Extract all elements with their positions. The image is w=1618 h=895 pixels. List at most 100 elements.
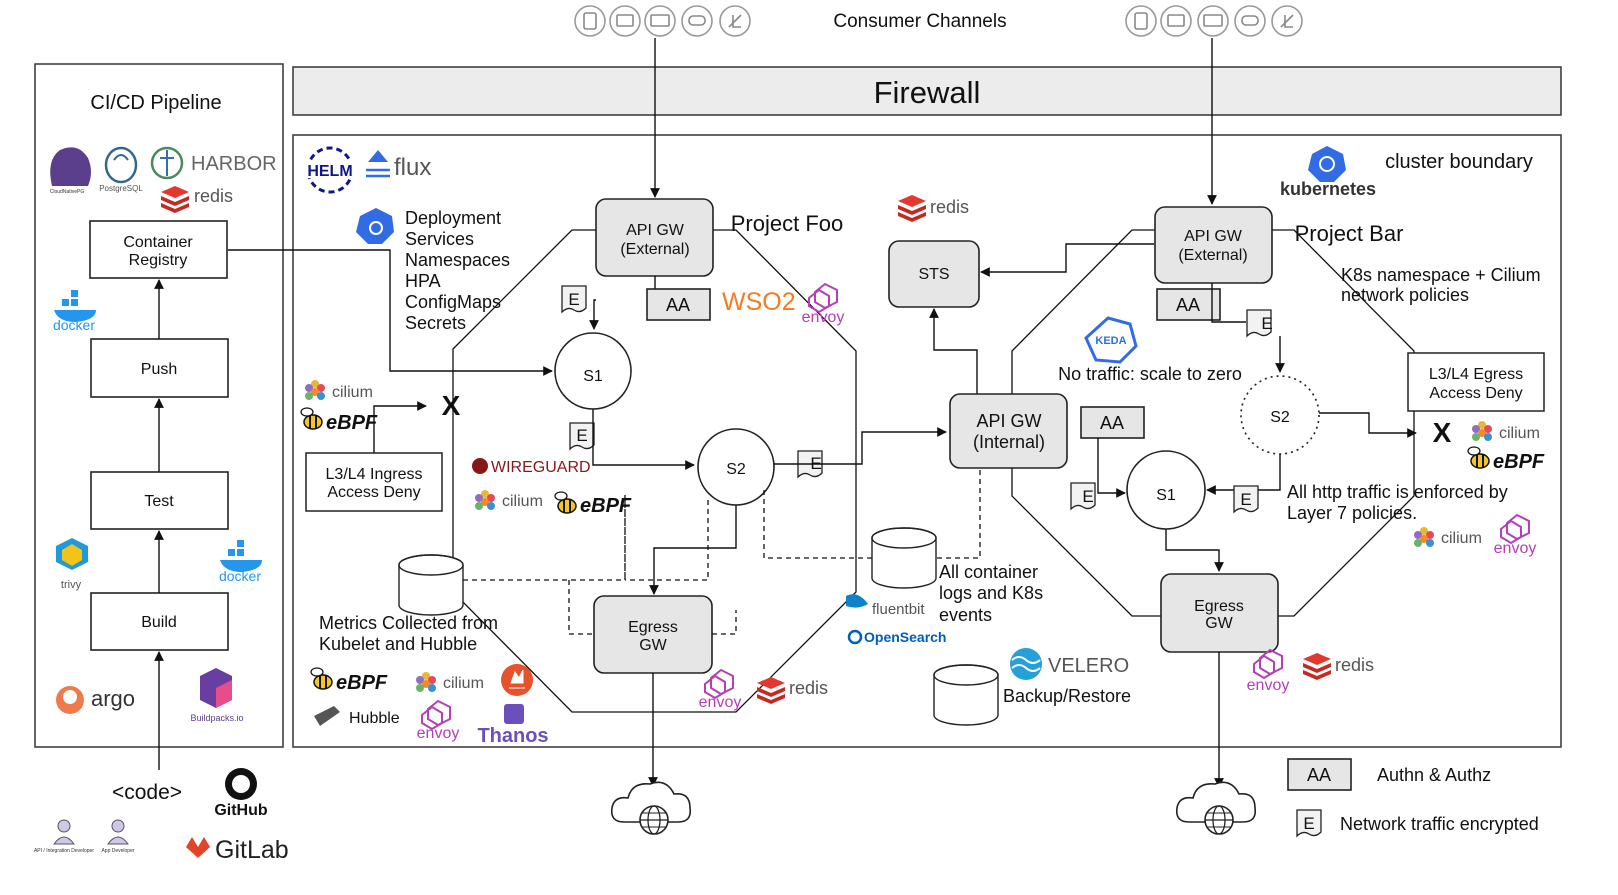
- opensearch-logo-text: OpenSearch: [864, 629, 946, 645]
- docker-icon-test: docker: [219, 540, 262, 584]
- resource-secrets: Secrets: [405, 313, 466, 333]
- cilium-icon-metrics: [416, 672, 436, 692]
- envoy-icon-egress-bar: [1253, 649, 1283, 679]
- backup-caption: Backup/Restore: [1003, 686, 1131, 706]
- flux-icon: flux: [366, 150, 431, 181]
- foo-s1-to-s2-arrow: [592, 409, 695, 470]
- internal-gw-to-bar-s1-arrow: [1097, 438, 1126, 498]
- velero-icon: VELERO: [1010, 648, 1129, 680]
- foo-aa-label: AA: [666, 295, 690, 315]
- bar-api-gw-label-2: (External): [1178, 247, 1247, 264]
- docker-icon: docker: [53, 290, 96, 333]
- build-label: Build: [141, 614, 177, 631]
- buildpacks-logo-text: Buildpacks.io: [190, 713, 243, 723]
- internet-cloud-icon-foo: [610, 781, 692, 835]
- harbor-logo-text: HARBOR: [191, 153, 277, 175]
- tablet-icon: [609, 5, 641, 37]
- internet-cloud-icon-bar: [1175, 781, 1257, 835]
- foo-aa-box: [646, 288, 711, 321]
- internal-aa-box: [1080, 406, 1145, 439]
- internal-gw-to-sts-arrow: [929, 308, 978, 394]
- foo-e-mid-label: E: [576, 426, 587, 445]
- cilium-ingress-text: cilium: [332, 384, 373, 401]
- metrics-caption-1: Metrics Collected from: [319, 613, 498, 633]
- keda-logo-text: KEDA: [1095, 335, 1126, 347]
- ebpf-egress-text: eBPF: [1493, 451, 1545, 473]
- metrics-dashed-line-2: [625, 500, 709, 581]
- helm-icon: HELM: [305, 146, 355, 194]
- legend-aa-label: Authn & Authz: [1377, 765, 1491, 785]
- legend-e-label: Network traffic encrypted: [1340, 814, 1539, 834]
- redis-icon-sts: [898, 195, 926, 222]
- foo-api-gw-label-1: API GW: [626, 222, 685, 239]
- consumer-channels-right: [1125, 5, 1303, 37]
- helm-logo-text: HELM: [307, 163, 352, 180]
- cloudnativepg-logo-text: CloudNativePG: [50, 189, 85, 195]
- foo-s1-label: S1: [583, 368, 603, 385]
- kubernetes-logo-text: kubernetes: [1280, 179, 1376, 199]
- redis-egress-foo-text: redis: [789, 678, 828, 698]
- redis-egress-bar-text: redis: [1335, 655, 1374, 675]
- k8s-resources-icon: [356, 208, 394, 244]
- fluentbit-icon: fluentbit: [846, 594, 925, 618]
- redis-sts-text: redis: [930, 197, 969, 217]
- redis-logo-text: redis: [194, 186, 233, 206]
- resource-deployment: Deployment: [405, 208, 501, 228]
- project-foo-title: Project Foo: [731, 211, 844, 236]
- bar-policy-note-2: network policies: [1341, 285, 1469, 305]
- bar-s2-label: S2: [1270, 409, 1290, 426]
- foo-gw-to-s1-arrow: [589, 299, 599, 330]
- bar-l7-note-2: Layer 7 policies.: [1287, 503, 1417, 523]
- logs-dashed-line-2: [936, 470, 981, 559]
- container-registry-label-1: Container: [123, 234, 193, 251]
- cilium-icon-egress: [1472, 421, 1492, 441]
- sts-box: [888, 240, 980, 308]
- buildpacks-icon: Buildpacks.io: [190, 668, 244, 723]
- trivy-icon: trivy: [56, 538, 88, 591]
- internal-aa-label: AA: [1100, 413, 1124, 433]
- postgresql-logo-text: PostgreSQL: [99, 184, 143, 193]
- test-box: [90, 471, 229, 530]
- push-box: [90, 338, 229, 398]
- developer-persona-icon: API / Integration Developer App Develope…: [34, 819, 135, 854]
- bar-aa-label: AA: [1176, 295, 1200, 315]
- bar-e-top-label: E: [1261, 314, 1272, 333]
- legend-aa-key: AA: [1307, 765, 1331, 785]
- ingress-deny-label-1: L3/L4 Ingress: [326, 466, 423, 483]
- hubble-logo-text: Hubble: [349, 710, 400, 727]
- prometheus-icon: [501, 664, 533, 696]
- legend-aa-box: [1287, 758, 1352, 791]
- egress-deny-x-marker: X: [1433, 417, 1452, 448]
- bar-aa-box: [1156, 288, 1221, 321]
- bar-s1-to-egress-arrow: [1165, 529, 1224, 572]
- test-label: Test: [144, 493, 174, 510]
- bar-egress-label-2: GW: [1205, 615, 1233, 632]
- envoy-icon-foo-top: [808, 283, 838, 313]
- internal-api-gw-label-1: API GW: [976, 411, 1041, 431]
- metrics-dashed-line-4: [712, 610, 737, 635]
- envoy-egress-bar-text: envoy: [1247, 677, 1290, 694]
- bar-api-gw-label-1: API GW: [1184, 228, 1243, 245]
- bar-policy-note-1: K8s namespace + Cilium: [1341, 265, 1541, 285]
- metrics-dashed-line-1: [463, 495, 626, 581]
- foo-egress-label-1: Egress: [628, 619, 678, 636]
- opensearch-icon: OpenSearch: [847, 629, 946, 645]
- envoy-egress-foo-text: envoy: [699, 694, 742, 711]
- k8s-resource-list: Deployment Services Namespaces HPA Confi…: [405, 208, 510, 333]
- argo-icon: argo: [56, 686, 135, 714]
- vr-headset-icon: [1234, 5, 1266, 37]
- bar-s1-label: S1: [1156, 487, 1176, 504]
- thanos-icon: Thanos: [477, 704, 549, 747]
- push-label: Push: [141, 361, 177, 378]
- egress-deny-box: [1407, 352, 1545, 412]
- bar-e-mid-label: E: [1240, 490, 1251, 509]
- laptop-icon: [1197, 5, 1229, 37]
- wso2-icon: WSO2: [722, 288, 796, 316]
- phone-icon: [1125, 5, 1157, 37]
- resource-services: Services: [405, 229, 474, 249]
- ebpf-ingress-text: eBPF: [326, 412, 378, 434]
- thanos-logo-text: Thanos: [477, 725, 548, 747]
- internal-e-label: E: [1082, 487, 1093, 506]
- tablet-icon: [1160, 5, 1192, 37]
